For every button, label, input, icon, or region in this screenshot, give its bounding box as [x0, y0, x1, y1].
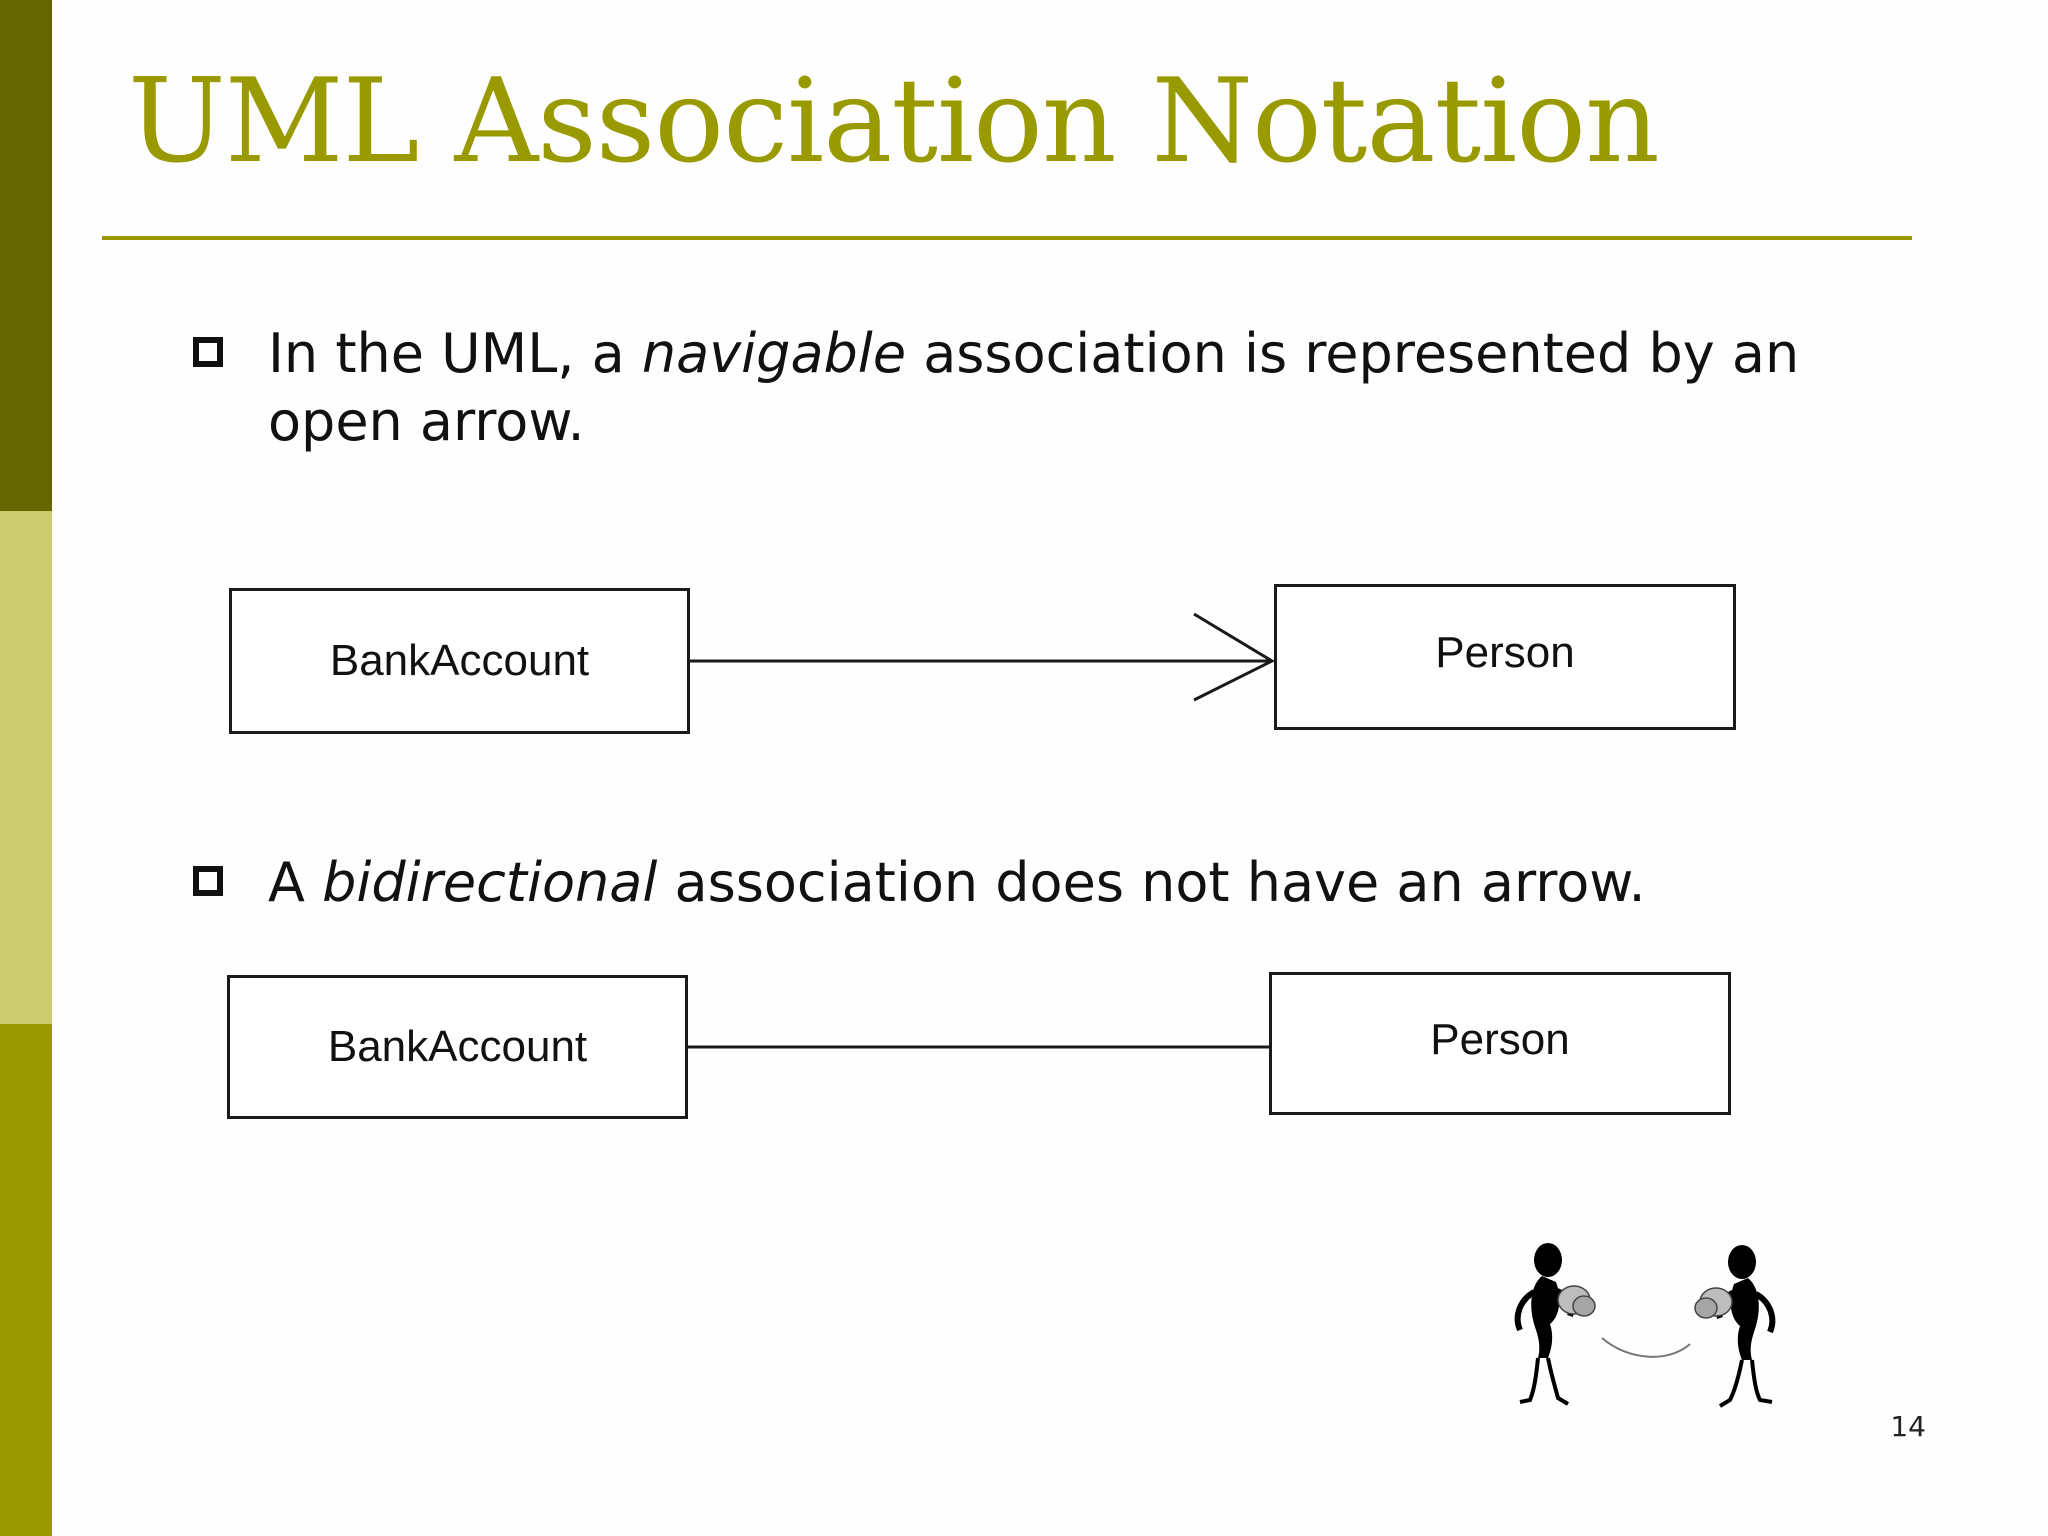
bullet-2-emphasis: bidirectional	[322, 851, 658, 914]
side-band-bottom	[0, 1024, 52, 1536]
class-box-bankaccount-bidirectional: BankAccount	[227, 975, 688, 1119]
bullet-2-text-end: association does not have an arrow.	[657, 851, 1646, 914]
side-band-middle	[0, 511, 52, 1024]
page-number: 14	[1890, 1410, 1926, 1443]
toss-arc	[1601, 1337, 1691, 1358]
bullet-marker-2	[193, 866, 223, 896]
class-box-person-bidirectional: Person	[1269, 972, 1731, 1115]
two-figures-playing-catch-icon	[1514, 1243, 1776, 1408]
class-name-person: Person	[1430, 1014, 1570, 1064]
open-arrowhead-icon	[1193, 612, 1276, 702]
bullet-2-text-start: A	[268, 851, 323, 914]
class-name-bankaccount: BankAccount	[327, 1022, 588, 1071]
slide-title: UML Association Notation	[128, 54, 1660, 189]
bullet-marker-1	[193, 337, 223, 367]
class-box-person-navigable: Person	[1274, 584, 1736, 730]
class-name-bankaccount: BankAccount	[329, 636, 590, 685]
bullet-text-navigable: In the UML, a navigable association is r…	[268, 320, 1908, 456]
bullet-1-text-end: association is represented by an open ar…	[268, 322, 1800, 453]
class-name-person: Person	[1435, 628, 1575, 677]
bullet-text-bidirectional: A bidirectional association does not hav…	[268, 849, 1908, 917]
title-underline	[102, 236, 1912, 240]
side-band-top	[0, 0, 52, 511]
bullet-1-emphasis: navigable	[641, 322, 907, 385]
left-figure-icon	[1514, 1243, 1596, 1406]
right-figure-icon	[1694, 1245, 1776, 1408]
bullet-1-text-start: In the UML, a	[268, 322, 642, 385]
class-box-bankaccount-navigable: BankAccount	[229, 588, 690, 734]
